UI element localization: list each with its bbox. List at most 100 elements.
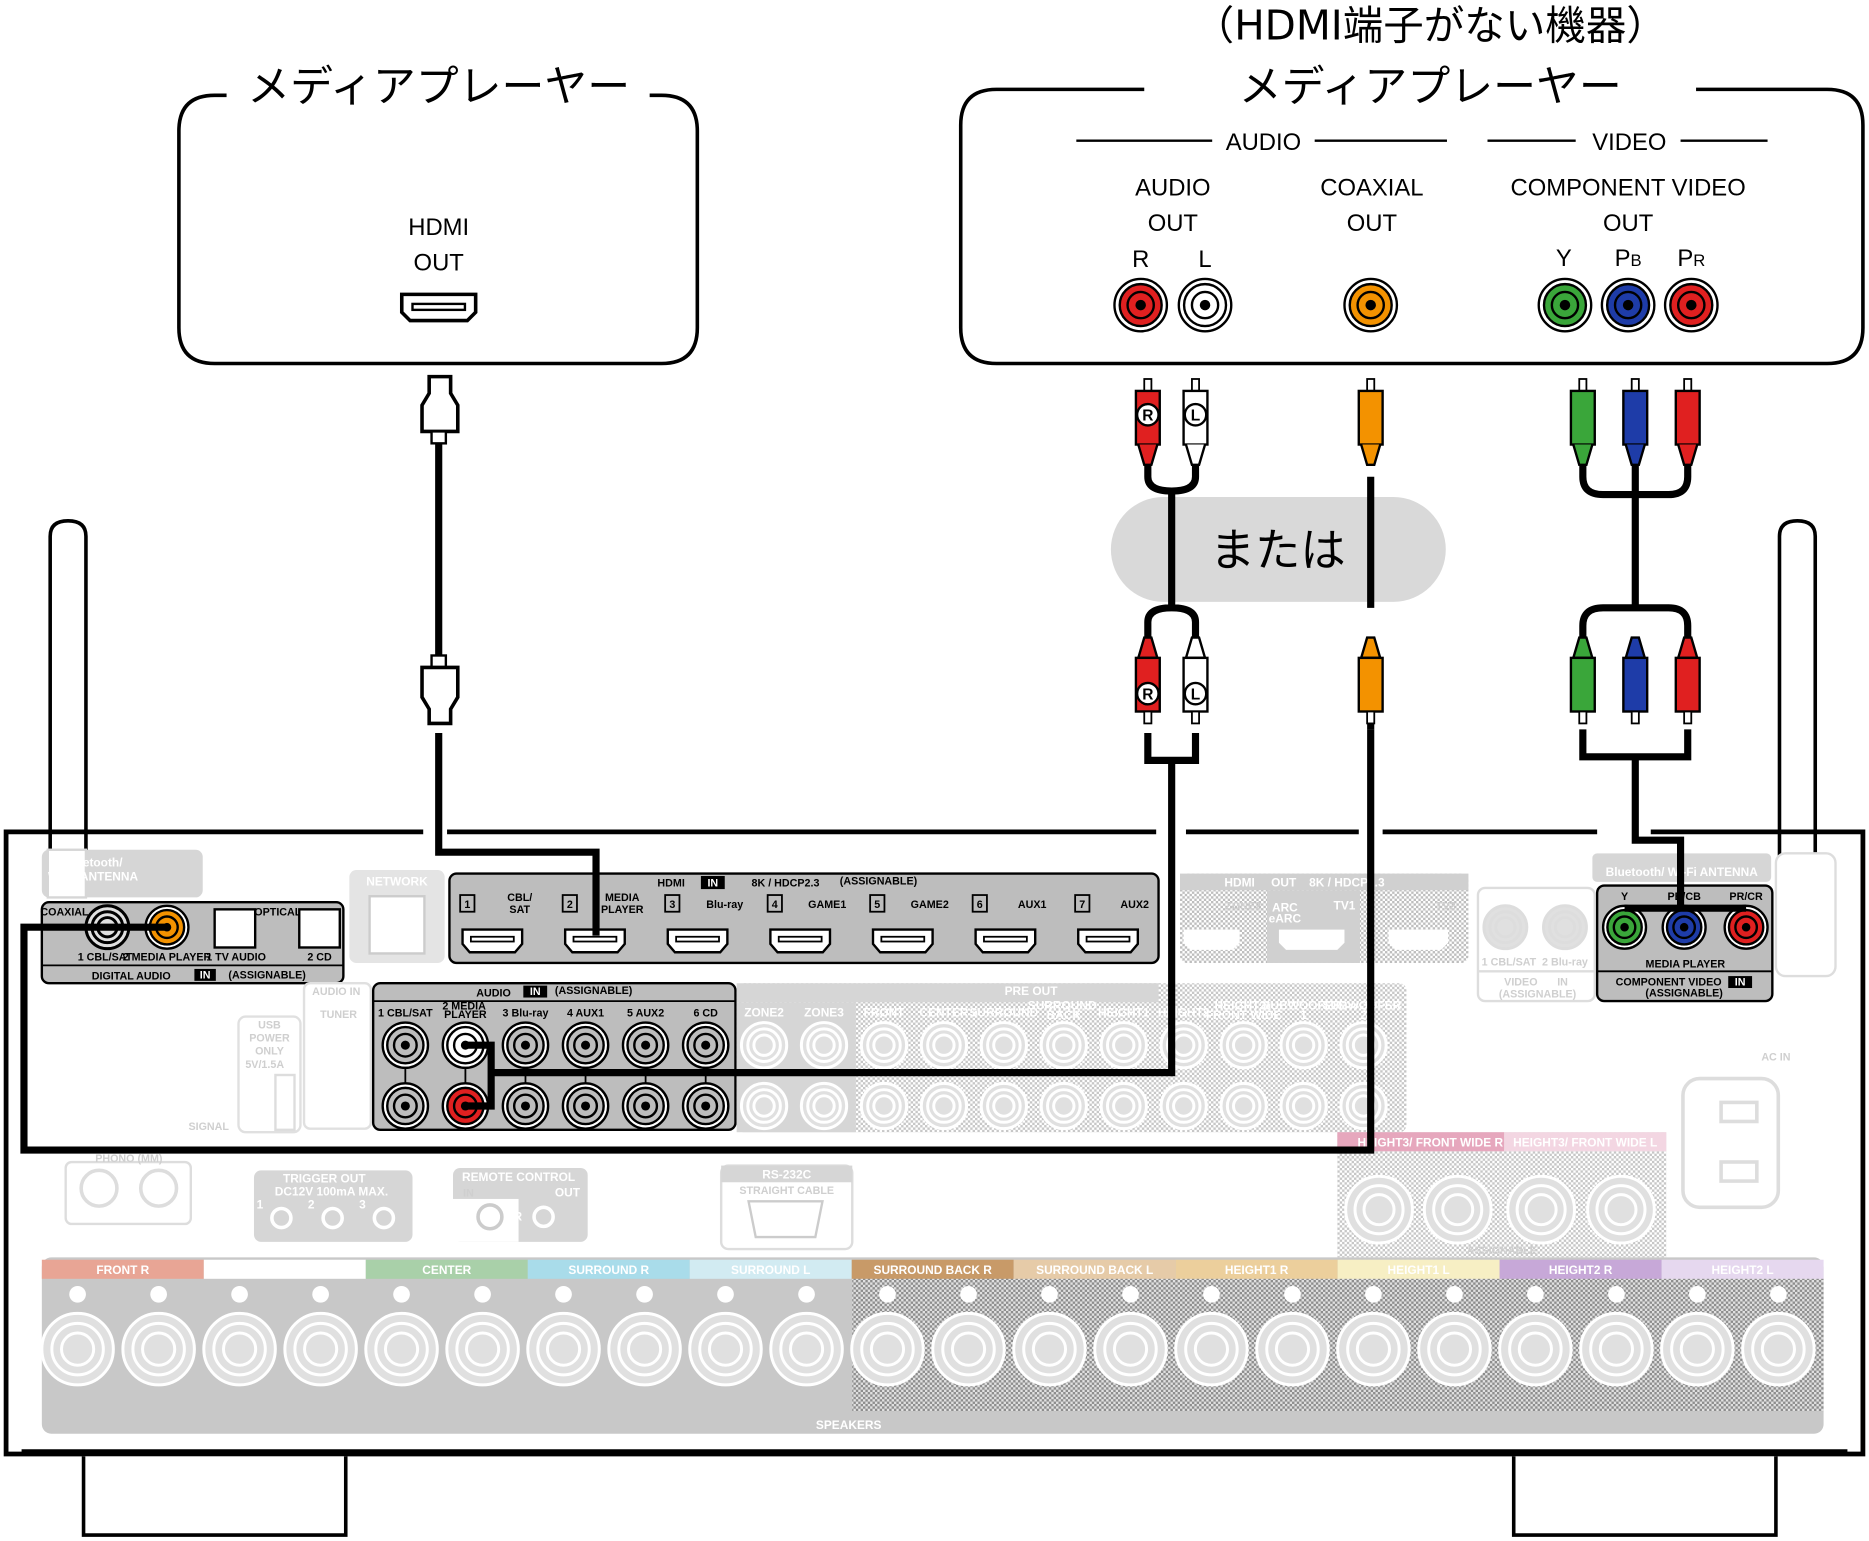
speaker-channel-label: SURROUND L — [731, 1263, 810, 1277]
optical-label: OPTICAL — [254, 906, 301, 918]
component-in-pr-jack[interactable] — [1723, 904, 1769, 950]
speaker-terminal[interactable] — [283, 1311, 358, 1387]
digital-audio-assignable: (ASSIGNABLE) — [228, 969, 306, 981]
pre-out-jack[interactable] — [1099, 1021, 1148, 1070]
rs232c-port[interactable] — [747, 1200, 824, 1239]
speaker-terminal[interactable] — [1741, 1311, 1816, 1387]
pre-out-jack[interactable] — [1099, 1081, 1148, 1131]
pre-out-jack[interactable] — [1159, 1021, 1208, 1070]
speaker-terminal[interactable] — [1174, 1311, 1249, 1387]
hdmi-in-assignable: (ASSIGNABLE) — [840, 875, 918, 887]
audio-in-jack-l[interactable] — [561, 1021, 610, 1070]
speaker-terminal[interactable] — [1579, 1311, 1654, 1387]
audio-in-jack-l[interactable] — [501, 1021, 550, 1070]
network-port[interactable] — [368, 895, 426, 955]
audio-in-jack-l[interactable] — [381, 1021, 430, 1070]
left-device-title: メディアプレーヤー — [247, 62, 630, 112]
audio-in-jack-r[interactable] — [681, 1082, 730, 1130]
audio-in-jack-r[interactable] — [381, 1082, 430, 1130]
pre-out-jack[interactable] — [739, 1081, 789, 1131]
video-in-port-label: 2 Blu-ray — [1542, 956, 1588, 968]
video-in-jack[interactable] — [1542, 904, 1588, 951]
speaker-terminal[interactable] — [364, 1311, 439, 1387]
audio-in-jack-r[interactable] — [501, 1082, 550, 1130]
height3-speaker-terminal[interactable] — [1586, 1174, 1656, 1245]
speaker-terminal[interactable] — [1417, 1311, 1492, 1387]
pre-out-jack[interactable] — [1159, 1081, 1208, 1131]
audio-in-jack-r[interactable] — [621, 1082, 670, 1130]
component-pb-jack[interactable] — [1600, 277, 1656, 333]
hdmi-out-arc: ARC — [1272, 901, 1298, 915]
pre-out-jack[interactable] — [1039, 1021, 1088, 1070]
pre-out-jack[interactable] — [739, 1021, 789, 1070]
hdmi-out-label: HDMI — [408, 214, 469, 241]
pre-out-jack[interactable] — [1219, 1021, 1268, 1070]
hdmi-in-badge: IN — [707, 878, 718, 890]
ac-in-socket[interactable] — [1681, 1076, 1781, 1210]
pre-out-jack[interactable] — [1279, 1081, 1328, 1131]
speaker-terminal[interactable] — [769, 1311, 844, 1387]
speaker-terminal[interactable] — [1093, 1311, 1168, 1387]
component-plug-bottom — [1674, 636, 1701, 725]
speaker-terminal[interactable] — [607, 1311, 682, 1387]
audio-in-jack-l[interactable] — [681, 1021, 730, 1070]
remote-out-jack[interactable] — [532, 1205, 555, 1229]
remote-in-jack[interactable] — [476, 1203, 504, 1231]
audio-out-l-jack[interactable] — [1177, 277, 1233, 333]
speaker-terminal[interactable] — [1498, 1311, 1573, 1387]
optical-port-cd[interactable] — [298, 908, 341, 949]
pre-out-jack[interactable] — [1339, 1081, 1388, 1131]
speaker-terminal[interactable] — [850, 1311, 925, 1387]
speaker-terminal[interactable] — [1660, 1311, 1735, 1387]
pre-out-jack[interactable] — [1279, 1021, 1328, 1070]
component-in-y-jack[interactable] — [1601, 904, 1648, 950]
pre-out-jack[interactable] — [799, 1081, 849, 1131]
coaxial-out-jack[interactable] — [1343, 277, 1399, 333]
speaker-terminal[interactable] — [202, 1311, 277, 1387]
component-pr-jack[interactable] — [1663, 277, 1719, 333]
height3-speaker-terminal[interactable] — [1422, 1174, 1493, 1245]
component-in-pb-jack[interactable] — [1661, 904, 1707, 950]
speaker-terminal[interactable] — [1336, 1311, 1411, 1387]
pre-out-jack[interactable] — [799, 1021, 849, 1070]
height3-speaker-terminal[interactable] — [1344, 1174, 1414, 1245]
speaker-terminal[interactable] — [445, 1311, 520, 1387]
component-y-jack[interactable] — [1537, 277, 1593, 333]
trigger-jack[interactable] — [270, 1206, 293, 1230]
hdmi-out-port-tv1[interactable] — [1278, 929, 1345, 950]
hdmi-port-label: CBL/ — [507, 892, 532, 904]
hdmi-out-port-tv2[interactable] — [1388, 929, 1449, 950]
speaker-terminal[interactable] — [121, 1311, 196, 1387]
pre-out-jack[interactable] — [979, 1081, 1028, 1131]
pre-out-jack[interactable] — [919, 1021, 969, 1070]
hdmi-out-port-zone2[interactable] — [1183, 929, 1240, 950]
height3-speaker-terminal[interactable] — [1506, 1174, 1576, 1245]
hdmi-port-label: AUX1 — [1018, 899, 1047, 911]
speaker-terminal[interactable] — [931, 1311, 1006, 1387]
audio-in-title: AUDIO — [476, 987, 511, 999]
trigger-jack[interactable] — [372, 1206, 396, 1230]
pre-out-jack[interactable] — [979, 1021, 1028, 1070]
audio-in-jack-r[interactable] — [561, 1082, 610, 1130]
plug-label: L — [1191, 408, 1200, 425]
pre-out-jack[interactable] — [859, 1081, 909, 1131]
audio-in-jack-l[interactable] — [621, 1021, 670, 1070]
trigger-jack[interactable] — [321, 1206, 344, 1230]
optical-port-tv-audio[interactable] — [213, 908, 257, 949]
audio-in-port-label: 1 CBL/SAT — [378, 1008, 433, 1020]
pre-out-jack[interactable] — [919, 1081, 969, 1131]
minus-icon — [1122, 1285, 1139, 1303]
speaker-terminal[interactable] — [688, 1311, 763, 1387]
video-in-jack[interactable] — [1482, 904, 1529, 951]
audio-out-r-jack[interactable] — [1113, 277, 1169, 333]
speaker-terminal[interactable] — [40, 1311, 115, 1387]
speaker-terminal[interactable] — [1012, 1311, 1087, 1387]
pre-out-jack[interactable] — [859, 1021, 909, 1070]
speaker-terminal[interactable] — [1255, 1311, 1330, 1387]
speaker-terminal[interactable] — [526, 1311, 601, 1387]
usb-port[interactable] — [274, 1073, 296, 1132]
pre-out-jack[interactable] — [1219, 1081, 1268, 1131]
pre-out-jack[interactable] — [1339, 1021, 1388, 1070]
pre-out-jack[interactable] — [1039, 1081, 1088, 1131]
